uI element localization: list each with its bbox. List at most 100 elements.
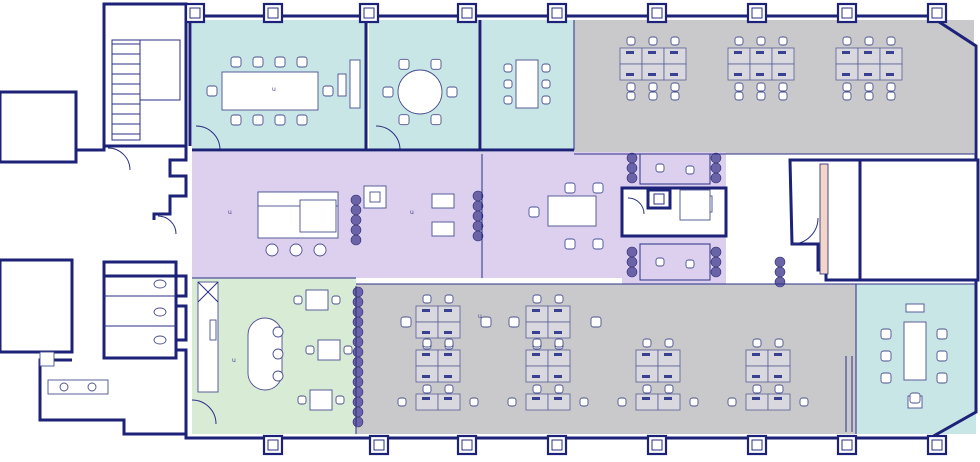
- zone-open-office-north: [574, 20, 974, 154]
- chair-icon: [664, 384, 674, 394]
- booth-table-icon: [309, 389, 333, 411]
- monitor-icon: [532, 397, 540, 400]
- column-icon: [746, 434, 768, 456]
- chair-icon: [909, 392, 921, 404]
- desk-icon: [437, 365, 461, 383]
- monitor-icon: [648, 73, 656, 76]
- chair-icon: [297, 395, 307, 405]
- chair-icon: [648, 36, 658, 46]
- monitor-icon: [554, 309, 562, 312]
- toilet-stall: [39, 351, 55, 367]
- service-core-east: [620, 153, 980, 282]
- chair-icon: [756, 36, 766, 46]
- chair-icon: [842, 82, 852, 92]
- monitor-icon: [752, 397, 760, 400]
- chair-icon: [274, 56, 286, 68]
- plant-icon: [352, 336, 364, 348]
- chair-icon: [670, 91, 680, 101]
- column-core: [363, 7, 375, 19]
- desk-icon: [663, 47, 687, 65]
- column-core: [461, 439, 473, 451]
- chair-icon: [444, 384, 454, 394]
- desk-icon: [437, 305, 461, 323]
- column-icon: [836, 2, 858, 24]
- desk-icon: [657, 365, 681, 383]
- monitor-icon: [670, 51, 678, 54]
- planter-box-inner: [369, 191, 381, 203]
- plant-icon: [350, 214, 362, 226]
- plant-icon: [352, 356, 364, 368]
- booth-table-icon: [317, 339, 341, 361]
- plant-icon: [350, 194, 362, 206]
- desk-icon: [767, 393, 791, 411]
- desk-icon: [641, 47, 665, 65]
- chair-icon: [398, 58, 410, 70]
- door-swing-icon-6: [627, 197, 645, 215]
- column-core: [267, 439, 279, 451]
- column-icon: [358, 2, 380, 24]
- column-core: [931, 7, 943, 19]
- desk-icon: [547, 365, 571, 383]
- monitor-icon: [422, 375, 430, 378]
- sink-counter: [47, 379, 109, 395]
- chair-icon: [886, 91, 896, 101]
- chair-icon: [398, 114, 410, 126]
- kitchen-counter: [197, 281, 219, 393]
- plant-icon: [626, 266, 638, 278]
- column-core: [461, 7, 473, 19]
- chair-icon: [648, 82, 658, 92]
- chair-icon: [230, 114, 242, 126]
- monitor-icon: [648, 51, 656, 54]
- chair-icon: [335, 395, 345, 405]
- desk-icon: [879, 47, 903, 65]
- chair-icon: [842, 91, 852, 101]
- chair-pairs: [503, 63, 551, 105]
- hatched-wall: [819, 163, 829, 275]
- desk-icon: [835, 63, 859, 81]
- column-icon: [262, 2, 284, 24]
- desk-icon: [749, 63, 773, 81]
- plant-icon: [710, 246, 722, 258]
- table-icon: [221, 71, 319, 111]
- desk-icon: [437, 393, 461, 411]
- chair-icon: [532, 384, 542, 394]
- chair-icon: [880, 350, 892, 362]
- core-room: [858, 158, 980, 282]
- monitor-icon: [444, 309, 452, 312]
- toilet-icon-2: [153, 307, 167, 317]
- monitor-icon: [444, 375, 452, 378]
- door-swing-icon-2: [157, 215, 177, 235]
- door-swing-icon-3: [191, 399, 217, 425]
- chair-icon: [664, 338, 674, 348]
- chair-icon: [778, 36, 788, 46]
- plant-icon: [352, 396, 364, 408]
- plant-icon: [352, 386, 364, 398]
- monitor-icon: [664, 353, 672, 356]
- monitor-icon: [532, 353, 540, 356]
- chair-icon: [444, 338, 454, 348]
- chair-icon: [400, 316, 412, 328]
- chair-icon: [689, 397, 699, 407]
- monitor-icon: [664, 397, 672, 400]
- plant-icon: [352, 376, 364, 388]
- desk-icon: [437, 321, 461, 339]
- table-icon-lounge: [547, 195, 597, 227]
- desk-icon: [635, 365, 659, 383]
- monitor-icon: [752, 375, 760, 378]
- chair-icon: [503, 95, 513, 105]
- desk-icon: [415, 305, 439, 323]
- plant-icon: [710, 172, 722, 184]
- chair-icon: [508, 316, 520, 328]
- monitor-icon: [886, 73, 894, 76]
- plant-icon: [352, 286, 364, 298]
- monitor-icon: [532, 331, 540, 334]
- monitor-icon: [670, 73, 678, 76]
- chair-icon: [670, 36, 680, 46]
- bench-3: [431, 221, 455, 237]
- monitor-icon: [774, 375, 782, 378]
- column-icon: [926, 434, 948, 456]
- chair-icon: [430, 58, 442, 70]
- chair-icon: [554, 294, 564, 304]
- room-label-4: u: [232, 357, 236, 364]
